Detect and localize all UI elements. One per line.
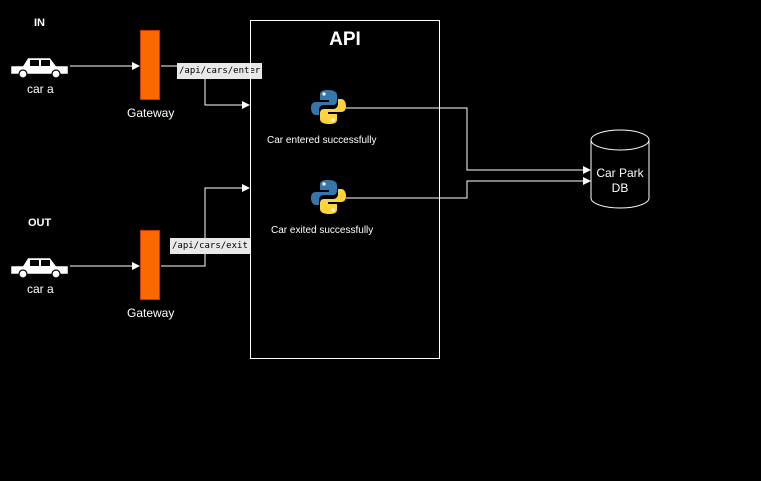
enter-endpoint-label: /api/cars/enter bbox=[177, 63, 263, 79]
enter-message: Car entered successfully bbox=[267, 135, 377, 146]
api-title: API bbox=[329, 29, 361, 50]
gateway-in-box bbox=[140, 30, 160, 100]
python-icon bbox=[311, 180, 346, 214]
out-label: OUT bbox=[28, 217, 52, 229]
car-in-label: car a bbox=[27, 82, 54, 96]
car-icon bbox=[10, 57, 69, 79]
in-label: IN bbox=[34, 17, 45, 29]
api-container bbox=[250, 20, 440, 359]
gateway-out-box bbox=[140, 230, 160, 300]
exit-message: Car exited successfully bbox=[271, 225, 374, 236]
db-label-line2: DB bbox=[611, 181, 629, 195]
car-icon bbox=[10, 257, 69, 279]
exit-to-db-arrow bbox=[346, 177, 591, 199]
car-out-label: car a bbox=[27, 282, 54, 296]
gateway-out-label: Gateway bbox=[127, 306, 175, 320]
gateway-out-to-api-arrow bbox=[161, 184, 250, 267]
database-icon bbox=[590, 129, 650, 209]
exit-endpoint-label: /api/cars/exit bbox=[170, 238, 250, 254]
enter-to-db-arrow bbox=[346, 107, 591, 174]
db-label: Car Park DB bbox=[591, 166, 649, 196]
db-label-line1: Car Park bbox=[596, 166, 644, 180]
gateway-in-label: Gateway bbox=[127, 106, 175, 120]
python-icon bbox=[311, 90, 346, 124]
